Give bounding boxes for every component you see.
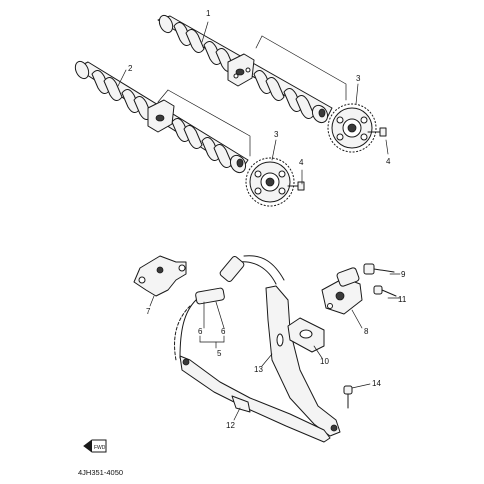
fwd-arrow-icon: FWD xyxy=(83,439,107,453)
leader-lines xyxy=(117,21,401,421)
label-9: 9 xyxy=(401,270,406,279)
cam-sprocket-lower xyxy=(245,157,295,207)
label-11: 11 xyxy=(398,295,407,304)
label-1: 1 xyxy=(206,9,211,18)
label-13: 13 xyxy=(254,365,263,374)
bolt-14 xyxy=(343,383,371,409)
label-14: 14 xyxy=(372,379,381,388)
gasket-10 xyxy=(287,317,325,353)
label-3-upper: 3 xyxy=(356,74,361,83)
bolt-11 xyxy=(373,285,397,297)
sprocket-bolt-upper xyxy=(367,127,387,137)
label-6-right: 6 xyxy=(221,327,226,336)
label-6-left: 6 xyxy=(198,327,203,336)
label-5: 5 xyxy=(217,349,222,358)
label-4-upper: 4 xyxy=(386,157,391,166)
bolt-9 xyxy=(363,263,395,275)
label-2: 2 xyxy=(128,64,133,73)
part-number-labels: 1 2 3 3 4 4 5 6 6 7 8 9 10 11 12 13 14 xyxy=(128,9,407,430)
timing-chain xyxy=(174,255,285,361)
label-10: 10 xyxy=(320,357,329,366)
camshaft-1 xyxy=(157,14,333,124)
label-7: 7 xyxy=(146,307,151,316)
sprocket-bolt-lower xyxy=(287,181,305,191)
chain-tensioner-8 xyxy=(321,267,363,315)
label-3-lower: 3 xyxy=(274,130,279,139)
label-8: 8 xyxy=(364,327,369,336)
chain-guide-7 xyxy=(133,255,187,297)
drawing-code: 4JH351-4050 xyxy=(78,468,123,477)
chain-guide-12 xyxy=(179,355,331,443)
camshaft-2 xyxy=(74,60,249,174)
fwd-label: FWD xyxy=(94,445,106,451)
chain-guide-13 xyxy=(265,285,341,437)
label-12: 12 xyxy=(226,421,235,430)
label-4-lower: 4 xyxy=(299,158,304,167)
cam-sprocket-upper xyxy=(327,103,377,153)
